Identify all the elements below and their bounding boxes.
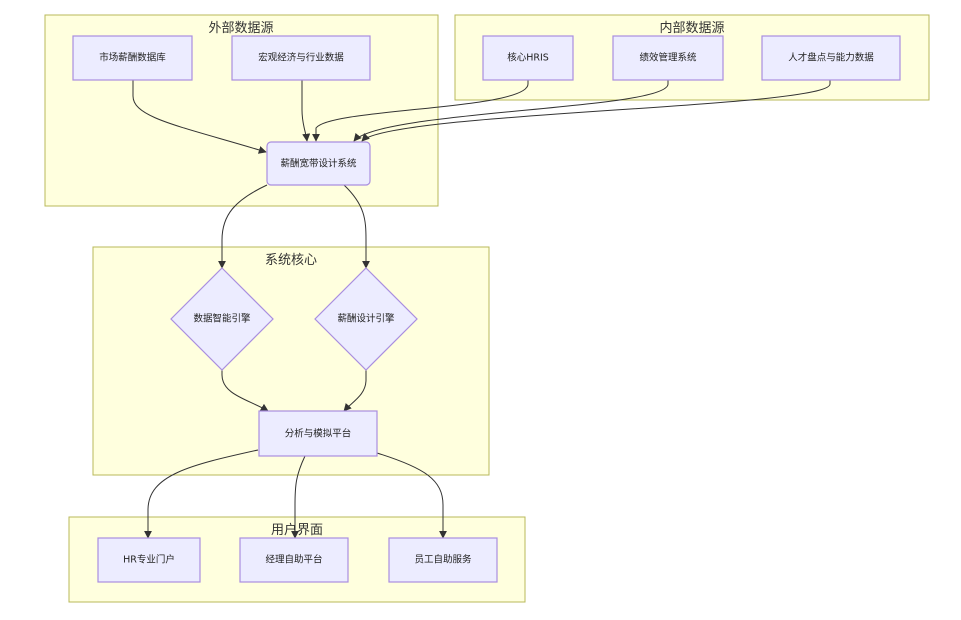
edge-core-hris-to-broadband bbox=[312, 80, 529, 142]
node-box bbox=[388, 537, 498, 583]
node-core-hris[interactable]: 核心HRIS bbox=[482, 35, 574, 81]
edge-broadband-to-data-engine bbox=[218, 184, 268, 269]
edge-talent-data-to-broadband bbox=[361, 80, 831, 142]
node-analysis-simulation-platform[interactable]: 分析与模拟平台 bbox=[258, 410, 378, 457]
edge-analysis-to-employee-service bbox=[376, 452, 447, 539]
node-manager-self-service[interactable]: 经理自助平台 bbox=[239, 537, 349, 583]
edge-analysis-to-manager-platform bbox=[291, 455, 306, 539]
edge-market-db-to-broadband bbox=[132, 80, 267, 154]
node-box bbox=[97, 537, 201, 583]
node-label: 核心HRIS bbox=[507, 52, 549, 64]
node-label: 分析与模拟平台 bbox=[285, 428, 352, 440]
node-label: 员工自助服务 bbox=[414, 554, 472, 566]
node-label: 经理自助平台 bbox=[265, 554, 322, 566]
node-label: 薪酬宽带设计系统 bbox=[280, 158, 357, 170]
node-diamond bbox=[170, 267, 274, 371]
edges bbox=[132, 80, 831, 539]
node-market-salary-database[interactable]: 市场薪酬数据库 bbox=[72, 35, 193, 81]
node-box bbox=[266, 141, 371, 186]
node-diamond bbox=[314, 267, 418, 371]
node-data-intelligence-engine[interactable]: 数据智能引擎 bbox=[170, 267, 274, 371]
node-salary-broadband-system[interactable]: 薪酬宽带设计系统 bbox=[266, 141, 371, 186]
node-box bbox=[612, 35, 724, 81]
node-performance-system[interactable]: 绩效管理系统 bbox=[612, 35, 724, 81]
node-box bbox=[72, 35, 193, 81]
edge-analysis-to-hr-portal bbox=[144, 449, 259, 539]
cluster-core-title: 系统核心 bbox=[265, 253, 317, 268]
node-box bbox=[239, 537, 349, 583]
node-label: HR专业门户 bbox=[123, 554, 175, 566]
node-salary-design-engine[interactable]: 薪酬设计引擎 bbox=[314, 267, 418, 371]
node-label: 数据智能引擎 bbox=[193, 313, 251, 325]
edge-perf-system-to-broadband bbox=[353, 80, 669, 142]
node-box bbox=[761, 35, 901, 81]
edge-broadband-to-design-engine bbox=[343, 184, 370, 269]
node-box bbox=[231, 35, 371, 81]
node-label: 人才盘点与能力数据 bbox=[788, 52, 874, 64]
edge-macro-data-to-broadband bbox=[301, 80, 311, 142]
cluster-ui-title: 用户界面 bbox=[271, 522, 323, 538]
node-macro-industry-data[interactable]: 宏观经济与行业数据 bbox=[231, 35, 371, 81]
node-label: 绩效管理系统 bbox=[639, 52, 697, 64]
node-employee-self-service[interactable]: 员工自助服务 bbox=[388, 537, 498, 583]
node-talent-capability-data[interactable]: 人才盘点与能力数据 bbox=[761, 35, 901, 81]
node-label: 市场薪酬数据库 bbox=[99, 52, 166, 64]
node-label: 薪酬设计引擎 bbox=[337, 313, 395, 325]
cluster-internal-title: 内部数据源 bbox=[659, 20, 724, 36]
edge-data-engine-to-analysis bbox=[221, 370, 269, 412]
node-box bbox=[482, 35, 574, 81]
node-label: 宏观经济与行业数据 bbox=[258, 52, 344, 64]
node-box bbox=[258, 410, 378, 457]
node-hr-portal[interactable]: HR专业门户 bbox=[97, 537, 201, 583]
cluster-external-title: 外部数据源 bbox=[208, 21, 273, 36]
edge-design-engine-to-analysis bbox=[343, 370, 367, 412]
